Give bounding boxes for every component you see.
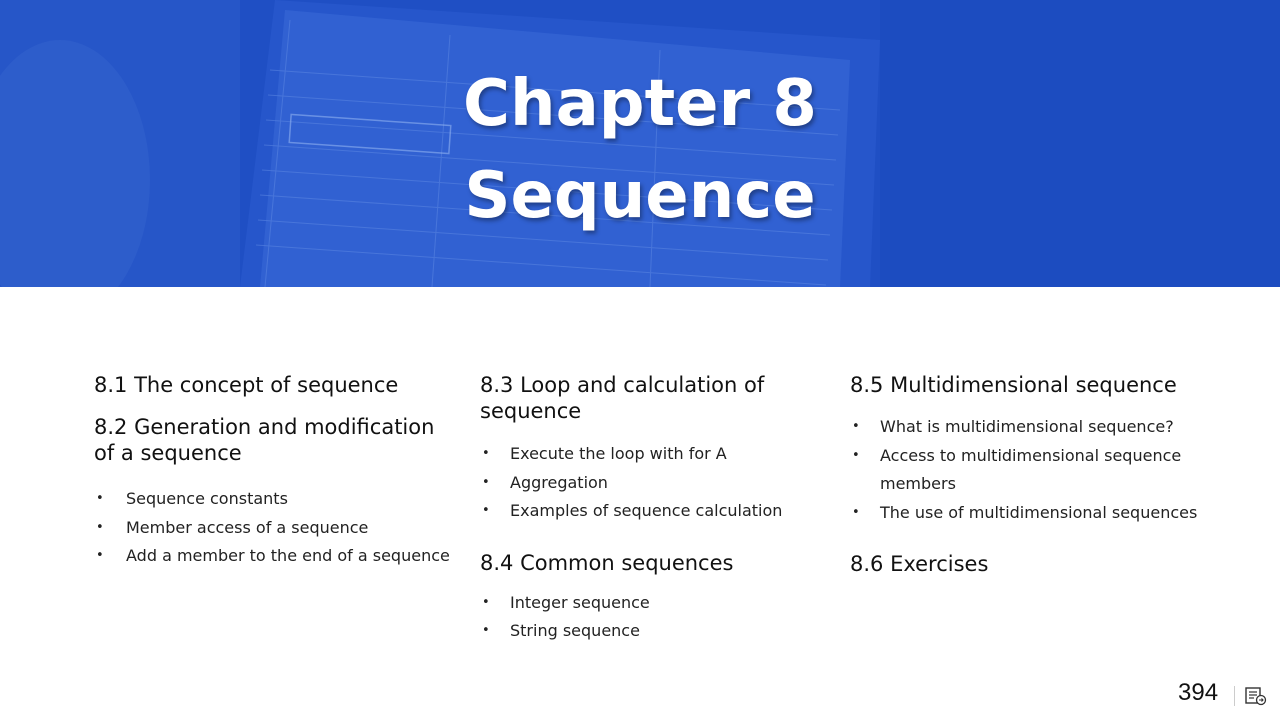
section-heading: 8.3 Loop and calculation of sequence	[480, 373, 765, 423]
section-heading: 8.4 Common sequences	[480, 550, 734, 575]
page-title: Chapter 8 Sequence	[0, 58, 1280, 242]
list-item: Aggregation	[480, 469, 820, 498]
list-item: Add a member to the end of a sequence	[94, 542, 454, 571]
bullet-list: Execute the loop with for A Aggregation …	[480, 440, 820, 526]
title-line-1: Chapter 8	[463, 67, 817, 141]
bullet-list: What is multidimensional sequence? Acces…	[850, 413, 1260, 527]
list-item: The use of multidimensional sequences	[850, 499, 1260, 528]
list-item: Member access of a sequence	[94, 514, 454, 543]
toc-column-2: 8.3 Loop and calculation of sequence Exe…	[480, 372, 820, 646]
list-item: Access to multidimensional sequence memb…	[850, 442, 1260, 499]
title-line-2: Sequence	[464, 159, 816, 233]
notes-icon[interactable]	[1245, 686, 1267, 706]
bullet-list: Sequence constants Member access of a se…	[94, 485, 454, 571]
laptop-background-image	[0, 0, 1280, 287]
bullet-list: Integer sequence String sequence	[480, 589, 820, 646]
footer-divider	[1234, 686, 1235, 706]
section-heading: 8.1 The concept of sequence	[94, 373, 399, 397]
list-item: Sequence constants	[94, 485, 454, 514]
page-number: 394	[1178, 679, 1219, 706]
toc-column-1: 8.1 The concept of sequence 8.2 Generati…	[94, 372, 454, 571]
list-item: What is multidimensional sequence?	[850, 413, 1260, 442]
list-item: Integer sequence	[480, 589, 820, 618]
header-banner: Chapter 8 Sequence	[0, 0, 1280, 287]
section-heading: 8.2 Generation and modification of a seq…	[94, 415, 435, 465]
section-heading: 8.6 Exercises	[850, 552, 989, 576]
list-item: Execute the loop with for A	[480, 440, 820, 469]
toc-column-3: 8.5 Multidimensional sequence What is mu…	[850, 372, 1260, 577]
section-heading: 8.5 Multidimensional sequence	[850, 373, 1177, 397]
list-item: Examples of sequence calculation	[480, 497, 820, 526]
list-item: String sequence	[480, 617, 820, 646]
